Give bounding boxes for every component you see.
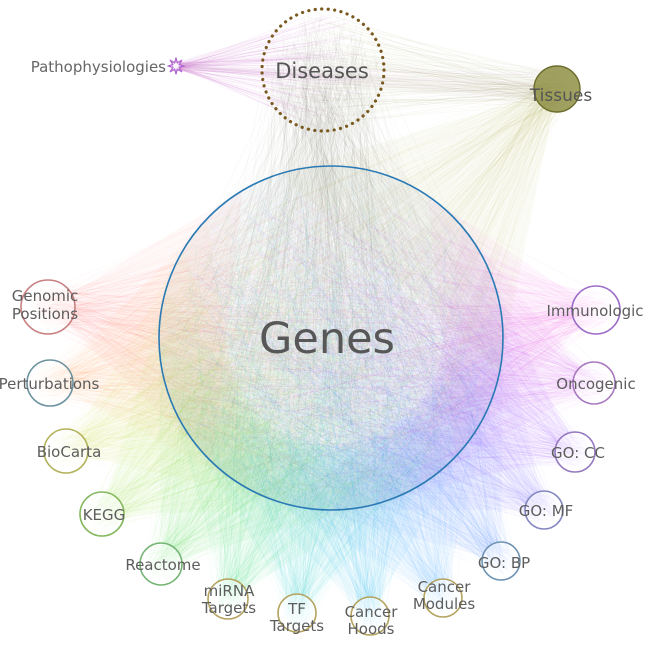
edges-go_bp-genes [167, 180, 516, 576]
node-mirna_targets[interactable] [207, 578, 249, 620]
edges-tissues-genes [166, 71, 573, 496]
node-oncogenic[interactable] [572, 361, 616, 405]
edges-perturbations-genes [32, 174, 480, 496]
edges-biocarta-genes [49, 180, 493, 499]
edges-pathophysiologies-diseases [172, 14, 367, 130]
fan-wedge-tf_targets [184, 427, 452, 613]
edges-go_mf-genes [173, 175, 559, 525]
node-reactome[interactable] [139, 542, 183, 586]
fan-wedge-cancer_hoods [211, 423, 481, 616]
edges-cancer_modules-genes [169, 175, 493, 613]
label-go_mf: GO: MF [519, 502, 574, 520]
node-perturbations[interactable] [26, 359, 74, 407]
edges-immunologic-genes [168, 181, 613, 503]
label-go_cc: GO: CC [551, 444, 605, 462]
fan-wedge-tissues [280, 89, 557, 373]
node-biocarta[interactable] [43, 428, 89, 474]
node-pathophysiologies[interactable] [167, 57, 185, 75]
node-genomic_positions[interactable] [20, 279, 76, 335]
fan-wedge-go_mf [331, 301, 544, 510]
node-cancer_hoods[interactable] [350, 596, 390, 636]
label-immunologic: Immunologic [546, 302, 643, 320]
node-tf_targets[interactable] [277, 593, 317, 633]
label-reactome: Reactome [125, 556, 200, 574]
label-go_bp: GO: BP [478, 554, 530, 572]
fan-wedge-reactome [159, 339, 378, 564]
edges-reactome-genes [145, 178, 494, 580]
fan-wedge-oncogenic [418, 227, 594, 487]
fan-wedges [48, 89, 596, 616]
edges-oncogenic-genes [166, 182, 610, 497]
edges-pathophysiologies-tissues [172, 62, 572, 107]
label-oncogenic: Oncogenic [556, 375, 635, 393]
label-perturbations: Perturbations [0, 375, 100, 393]
fan-wedge-mirna_targets [165, 386, 419, 599]
fan-wedge-immunologic [427, 195, 596, 457]
fan-wedge-go_cc [374, 264, 575, 505]
edges-kegg-genes [85, 177, 498, 531]
edges-diseases-tissues [269, 15, 575, 129]
label-genes: Genes [259, 314, 395, 364]
node-kegg[interactable] [79, 491, 125, 537]
label-biocarta: BioCarta [37, 443, 102, 461]
label-diseases: Diseases [275, 59, 369, 83]
node-genes[interactable] [158, 165, 504, 511]
node-go_mf[interactable] [524, 490, 564, 530]
node-immunologic[interactable] [571, 285, 621, 335]
label-pathophysiologies: Pathophysiologies [31, 58, 166, 76]
fan-wedge-biocarta [66, 251, 291, 506]
label-kegg: KEGG [83, 506, 126, 524]
node-cancer_modules[interactable] [423, 578, 463, 618]
label-tissues: Tissues [529, 86, 593, 106]
fan-wedge-go_bp [286, 339, 503, 561]
fan-wedge-perturbations [50, 219, 250, 490]
fan-wedge-cancer_modules [246, 379, 498, 598]
node-go_bp[interactable] [481, 541, 521, 581]
node-go_cc[interactable] [554, 431, 596, 473]
node-tissues[interactable] [533, 65, 581, 113]
nodes [20, 7, 621, 636]
edges-mirna_targets-genes [166, 174, 489, 615]
node-diseases[interactable] [260, 7, 386, 133]
edges-cancer_hoods-genes [168, 175, 488, 630]
edges-tf_targets-genes [187, 182, 498, 627]
fan-wedge-genomic_positions [48, 190, 243, 463]
